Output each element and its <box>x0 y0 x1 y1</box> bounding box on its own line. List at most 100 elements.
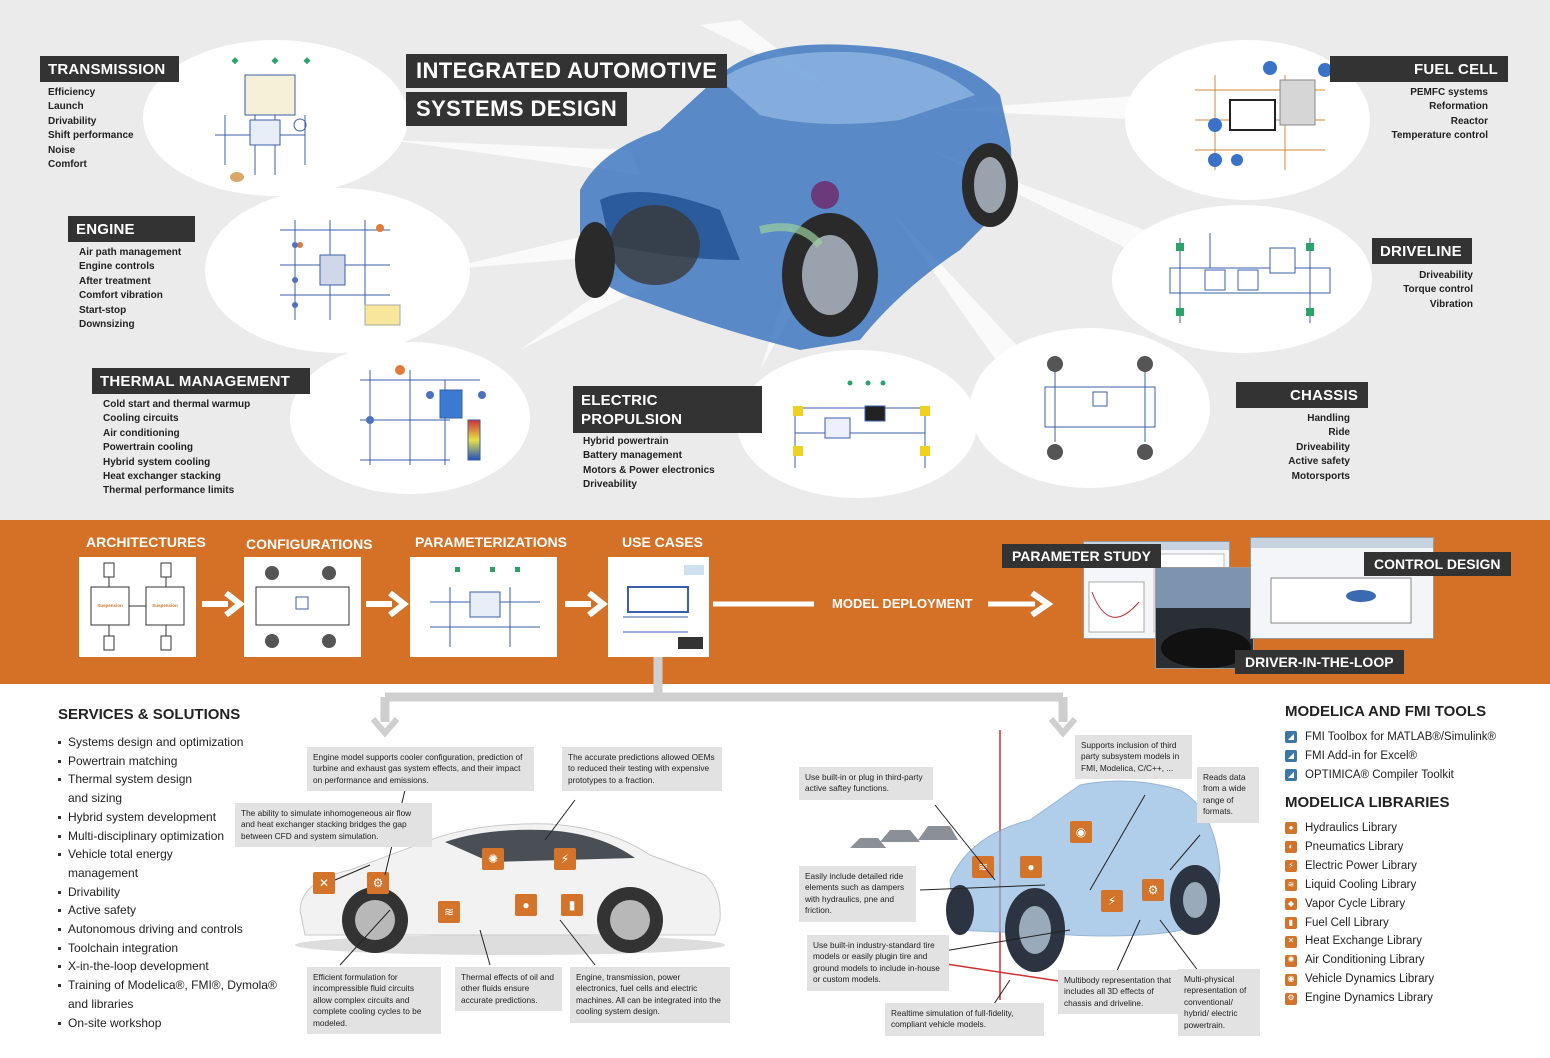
electric-power-icon: ⚡ <box>1285 860 1297 873</box>
electric-power-icon-2: ⚡ <box>1101 890 1123 912</box>
thermal-schematic <box>360 365 486 465</box>
engine-tag: ENGINE <box>68 216 195 242</box>
chassis-tag: CHASSIS <box>1236 382 1369 408</box>
callout-thermal-effects: Thermal effects of oil and other fluids … <box>455 967 562 1012</box>
callout-third-party: Supports inclusion of third party subsys… <box>1075 735 1192 780</box>
use-cases-connector <box>370 657 1078 737</box>
tool-item: ◢FMI Add-in for Excel® <box>1285 747 1496 766</box>
library-item: ◆Vapor Cycle Library <box>1285 895 1434 914</box>
step-use-cases: USE CASES <box>622 534 703 550</box>
tool-item: ◢FMI Toolbox for MATLAB®/Simulink® <box>1285 728 1496 747</box>
vapor-cycle-icon: ≋ <box>438 901 460 923</box>
thermal-tag: THERMAL MANAGEMENT <box>92 368 310 394</box>
electric-oval <box>737 350 977 498</box>
fuel-cell-icon: ▮ <box>561 894 583 916</box>
library-item: ✕Heat Exchange Library <box>1285 932 1434 951</box>
hydraulics-icon-2: ● <box>1020 856 1042 878</box>
engine-schematic <box>280 220 401 326</box>
main-title-line1: INTEGRATED AUTOMOTIVE <box>406 54 728 88</box>
main-title: INTEGRATED AUTOMOTIVE SYSTEMS DESIGN <box>406 54 728 130</box>
electric-power-icon: ⚡ <box>554 848 576 870</box>
callout-data-formats: Reads data from a wide range of formats. <box>1197 767 1259 823</box>
callout-ride-elements: Easily include detailed ride elements su… <box>799 866 916 922</box>
library-item: ●Hydraulics Library <box>1285 819 1434 838</box>
library-item: ◐Pneumatics Library <box>1285 838 1434 857</box>
model-deployment-label: MODEL DEPLOYMENT <box>832 596 973 611</box>
callout-cooling-integration: Engine, transmission, power electronics,… <box>570 967 730 1023</box>
engine-icon: ⚙ <box>367 872 389 894</box>
tools-title: MODELICA AND FMI TOOLS <box>1285 703 1487 720</box>
configurations-card <box>244 557 361 657</box>
step-architectures: ARCHITECTURES <box>86 534 206 550</box>
callout-accurate-predictions: The accurate predictions allowed OEMs to… <box>562 747 722 792</box>
pneumatics-icon: ◐ <box>1285 841 1297 854</box>
hydraulics-icon: ● <box>1285 822 1297 835</box>
engine-icon: ⚙ <box>1285 992 1297 1005</box>
callout-multibody: Multibody representation that includes a… <box>1058 970 1178 1015</box>
library-item: ▮Fuel Cell Library <box>1285 914 1434 933</box>
tool-item: ◢OPTIMICA® Compiler Toolkit <box>1285 766 1496 785</box>
library-item: ≋Liquid Cooling Library <box>1285 876 1434 895</box>
fuelcell-schematic <box>1195 61 1332 170</box>
modelon-icon: ◢ <box>1285 731 1297 744</box>
air-conditioning-icon: ✺ <box>1285 954 1297 967</box>
hydraulics-icon: ● <box>515 894 537 916</box>
heat-exchange-icon: ✕ <box>313 872 335 894</box>
main-title-line2: SYSTEMS DESIGN <box>406 92 628 126</box>
callout-engine-model: Engine model supports cooler configurati… <box>307 747 534 792</box>
arch-block-left: Suspension <box>97 603 123 608</box>
callout-multi-physical: Multi-physical representation of convent… <box>1178 969 1260 1037</box>
fuel-cell-icon: ▮ <box>1285 916 1297 929</box>
step-configurations: CONFIGURATIONS <box>246 536 373 552</box>
vapor-cycle-icon: ◆ <box>1285 898 1297 911</box>
flow-arrow-3 <box>565 590 608 618</box>
liquid-cooling-icon: ≋ <box>1285 879 1297 892</box>
library-item: ⚡Electric Power Library <box>1285 857 1434 876</box>
electric-schematic <box>793 380 930 468</box>
callout-inhomogeneous-airflow: The ability to simulate inhomogeneous ai… <box>235 803 432 848</box>
control-design-label: CONTROL DESIGN <box>1364 552 1511 576</box>
callout-active-safety: Use built-in or plug in third-party acti… <box>799 767 933 800</box>
architectures-card: Suspension Suspension <box>79 557 196 657</box>
tools-list: ◢FMI Toolbox for MATLAB®/Simulink® ◢FMI … <box>1285 728 1496 785</box>
air-conditioning-icon: ✺ <box>482 848 504 870</box>
engine-icon-2: ⚙ <box>1142 879 1164 901</box>
modelon-icon: ◢ <box>1285 750 1297 763</box>
use-cases-card <box>608 557 709 657</box>
callout-incompressible-fluid: Efficient formulation for incompressible… <box>307 967 441 1035</box>
step-parameterizations: PARAMETERIZATIONS <box>415 534 567 550</box>
libraries-list: ●Hydraulics Library ◐Pneumatics Library … <box>1285 819 1434 1008</box>
services-title: SERVICES & SOLUTIONS <box>58 706 241 723</box>
driveline-schematic <box>1169 233 1331 323</box>
driveline-tag: DRIVELINE <box>1372 238 1472 264</box>
arch-block-right: Suspension <box>152 603 178 608</box>
modelon-icon: ◢ <box>1285 769 1297 782</box>
parameterizations-card <box>410 557 557 657</box>
chassis-schematic <box>1044 356 1156 460</box>
services-list: Systems design and optimization Powertra… <box>58 733 288 1032</box>
callout-realtime: Realtime simulation of full-fidelity, co… <box>885 1003 1044 1036</box>
library-item: ◉Vehicle Dynamics Library <box>1285 970 1434 989</box>
deployment-arrow <box>713 590 1054 618</box>
library-item: ⚙Engine Dynamics Library <box>1285 989 1434 1008</box>
chassis-oval <box>970 328 1210 488</box>
driver-in-the-loop-label: DRIVER-IN-THE-LOOP <box>1235 650 1404 674</box>
transmission-tag: TRANSMISSION <box>40 56 180 82</box>
sedan-illustration <box>295 823 725 955</box>
libraries-title: MODELICA LIBRARIES <box>1285 794 1450 811</box>
heat-exchange-icon: ✕ <box>1285 935 1297 948</box>
car-illustration <box>390 20 1150 380</box>
flow-arrow-2 <box>366 590 409 618</box>
parameter-study-label: PARAMETER STUDY <box>1002 544 1161 568</box>
transmission-schematic <box>215 57 311 182</box>
library-item: ✺Air Conditioning Library <box>1285 951 1434 970</box>
callout-tire-models: Use built-in industry-standard tire mode… <box>807 935 949 991</box>
